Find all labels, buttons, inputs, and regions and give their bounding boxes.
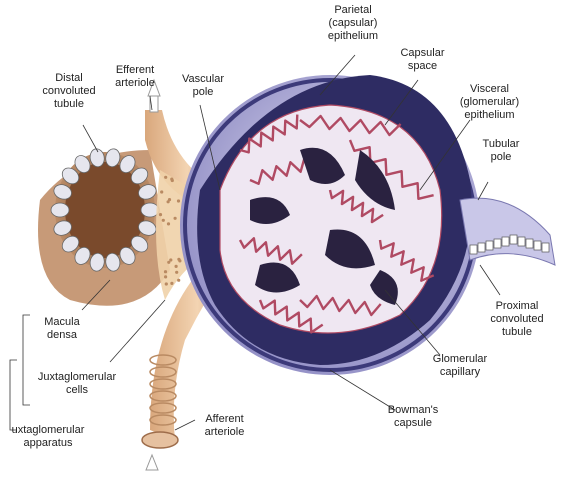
label-glomerular-capillary: Glomerular capillary (420, 353, 500, 379)
proximal-tubule-cell (478, 243, 485, 252)
label-efferent-arteriole: Efferent arteriole (104, 64, 166, 90)
jg-granule (167, 222, 170, 225)
label-bowmans-capsule: Bowman's capsule (378, 404, 448, 430)
proximal-tubule-cell (470, 245, 477, 254)
proximal-convoluted-tubule-shape (460, 198, 555, 265)
jg-granule (175, 271, 178, 274)
label-afferent-arteriole: Afferent arteriole (192, 413, 257, 439)
jg-granule (177, 279, 180, 282)
jg-granule (164, 176, 167, 179)
proximal-tubule-cell (486, 241, 493, 250)
label-parietal-epithelium: Parietal (capsular) epithelium (317, 4, 389, 43)
label-tubular-pole: Tubular pole (470, 138, 532, 164)
tubule-cell (51, 203, 69, 217)
jg-granule (170, 178, 173, 181)
proximal-tubule-cell (526, 239, 533, 248)
jg-granule (175, 265, 178, 268)
label-vascular-pole: Vascular pole (168, 73, 238, 99)
label-juxtaglomerular-cells: Juxtaglomerular cells (25, 371, 129, 397)
jg-granule (177, 258, 180, 261)
label-visceral-epithelium: Visceral (glomerular) epithelium (447, 83, 532, 122)
proximal-tubule-cell (510, 235, 517, 244)
jg-granule (170, 282, 173, 285)
jg-granule (159, 213, 162, 216)
distal-convoluted-tubule-shape (38, 148, 170, 306)
proximal-tubule-cell (494, 239, 501, 248)
jg-granule (164, 270, 167, 273)
jg-granule (174, 217, 177, 220)
jg-granule (177, 199, 180, 202)
label-proximal-convoluted-tubule: Proximal convoluted tubule (477, 300, 557, 339)
proximal-tubule-cell (502, 237, 509, 246)
jg-granule (167, 261, 170, 264)
proximal-tubule-cell (534, 241, 541, 250)
jg-granule (160, 190, 163, 193)
jg-granule (165, 282, 168, 285)
label-capsular-space: Capsular space (390, 47, 455, 73)
jg-granule (162, 219, 165, 222)
proximal-tubule-cell (542, 243, 549, 252)
label-macula-densa: Macula densa (34, 316, 90, 342)
label-juxtaglomerular-apparatus: uxtaglomerular apparatus (3, 424, 93, 450)
jg-granule (168, 198, 171, 201)
glomerulus-shape (220, 105, 442, 333)
jg-granule (164, 275, 167, 278)
label-distal-convoluted-tubule: Distal convoluted tubule (33, 72, 105, 111)
proximal-tubule-cell (518, 237, 525, 246)
